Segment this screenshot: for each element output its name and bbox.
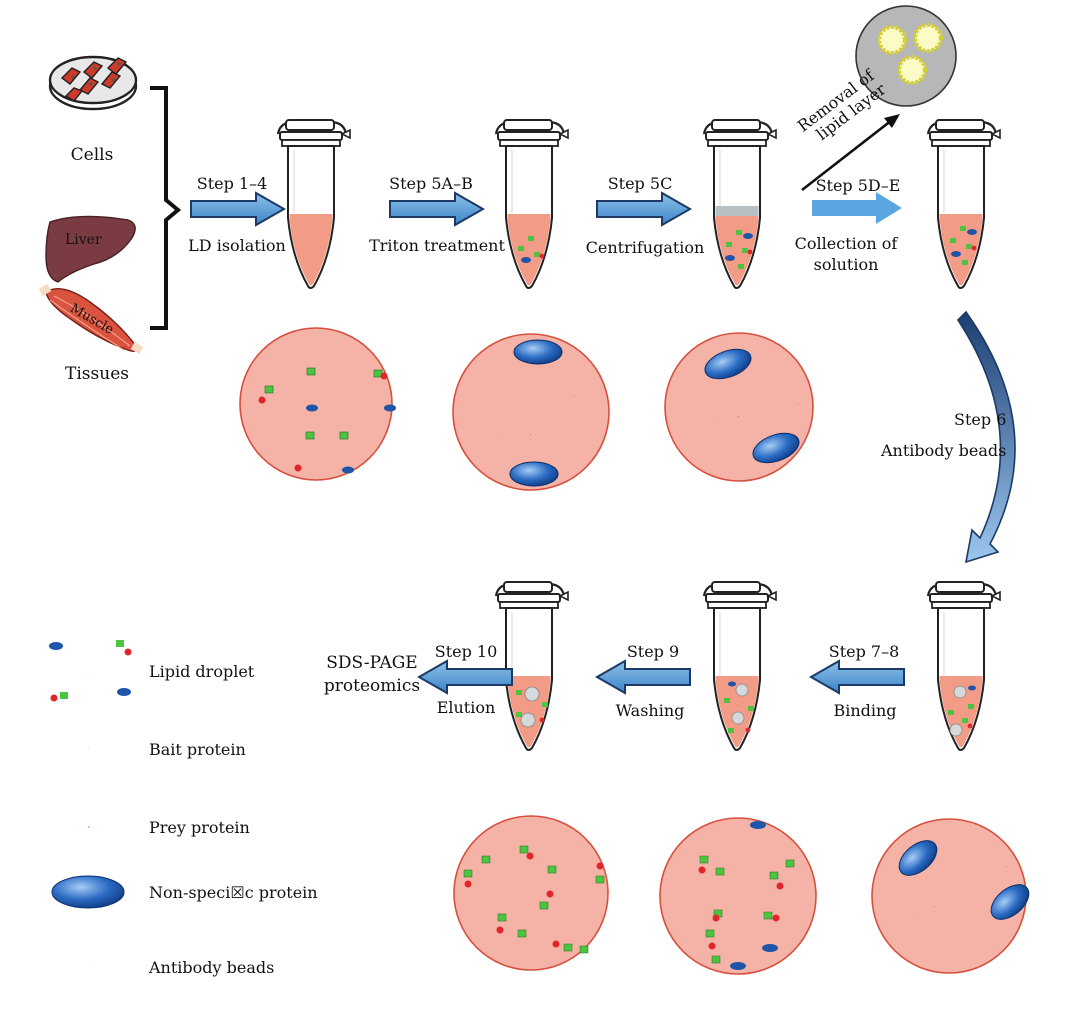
tube-2: [494, 118, 570, 290]
sds-page-label: SDS-PAGE: [326, 653, 418, 673]
liver-label: Liver: [65, 232, 102, 248]
arrow-removal: [801, 114, 900, 192]
lipid-layer-zoom: [855, 5, 957, 107]
zoom-centrifugation: [664, 332, 814, 482]
arrow-step5c: [596, 192, 691, 226]
tube-7: [494, 580, 570, 752]
step5c-label: Step 5C: [607, 174, 673, 193]
washing-label: Washing: [615, 701, 685, 720]
step7-8-label: Step 7–8: [828, 642, 900, 661]
cell-dish: [48, 55, 138, 111]
tube-5: [926, 580, 1002, 752]
centrifugation-label: Centrifugation: [585, 238, 705, 257]
arrow-step1-4: [190, 192, 285, 226]
tube-6: [702, 580, 778, 752]
ld-isolation-label: LD isolation: [188, 236, 286, 255]
step1-4-label: Step 1–4: [196, 174, 268, 193]
tube-1: [276, 118, 352, 290]
binding-label: Binding: [833, 701, 897, 720]
tube-4: [926, 118, 1002, 290]
step6-label: Step 6: [954, 410, 1007, 429]
legend-bait-protein-label: Bait protein: [149, 740, 246, 759]
legend-antibody-beads-icon: [90, 966, 91, 967]
collection-label-2: solution: [813, 255, 879, 274]
step9-label: Step 9: [626, 642, 680, 661]
bracket: [150, 86, 182, 330]
arrow-step5d-e: [812, 192, 902, 224]
tissues-label: Tissues: [65, 364, 129, 384]
muscle-icon: [38, 284, 144, 354]
legend-lipid-droplet-label: Lipid droplet: [149, 662, 255, 681]
step5a-b-label: Step 5A–B: [389, 174, 473, 193]
cells-label: Cells: [70, 145, 114, 165]
step10-label: Step 10: [434, 642, 498, 661]
arrow-step9: [596, 660, 691, 694]
legend-bait-protein-icon: [88, 748, 90, 750]
legend-nonspecific-protein-label: Non-speci☒c protein: [149, 883, 318, 902]
elution-label: Elution: [436, 698, 496, 717]
tube-3: [702, 118, 778, 290]
zoom-ld-isolation: [239, 327, 396, 481]
arrow-step10: [418, 660, 513, 694]
legend-nonspecific-protein-icon: [51, 875, 125, 909]
liver-icon: [45, 215, 136, 283]
triton-treatment-label: Triton treatment: [369, 236, 505, 255]
arrow-step7-8: [810, 660, 905, 694]
arrow-step6: [956, 310, 1016, 564]
legend-antibody-beads-label: Antibody beads: [149, 958, 275, 977]
step5d-e-label: Step 5D–E: [815, 176, 901, 195]
antibody-beads-step-label: Antibody beads: [881, 441, 1007, 460]
zoom-elution: [453, 815, 609, 971]
legend-prey-protein-label: Prey protein: [149, 818, 250, 837]
legend-prey-protein-icon: [88, 826, 90, 828]
proteomics-label: proteomics: [323, 676, 421, 696]
zoom-binding: [871, 818, 1030, 974]
collection-label-1: Collection of: [794, 234, 898, 253]
arrow-step5a-b: [389, 192, 484, 226]
legend-lipid-droplet-icon: [49, 640, 132, 702]
zoom-washing: [659, 817, 817, 975]
zoom-triton: [452, 333, 610, 491]
